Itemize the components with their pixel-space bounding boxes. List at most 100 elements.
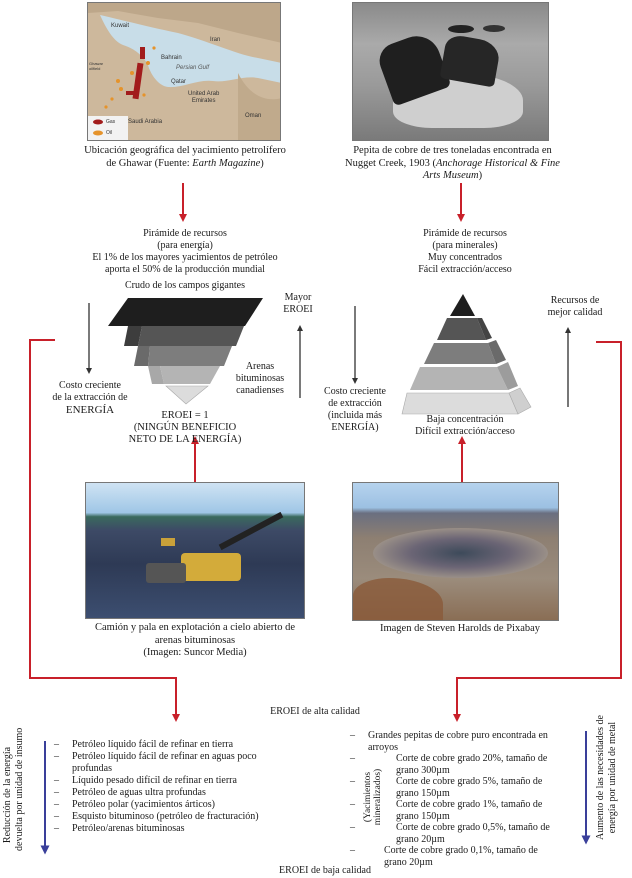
list-bullet: – bbox=[350, 730, 355, 741]
map-caption-line2-suffix: ) bbox=[260, 157, 264, 169]
map-label-qatar: Qatar bbox=[171, 79, 187, 85]
list-item: –Esquisto bituminoso (petróleo de fractu… bbox=[54, 811, 259, 822]
energy-top-label: Crudo de los campos gigantes bbox=[125, 280, 245, 291]
mineral-layer-5-side bbox=[508, 387, 532, 415]
mineral-resource-list: – Grandes pepitas de cobre puro encontra… bbox=[350, 730, 580, 868]
map-label-ghawar-line1: Ghawar bbox=[89, 61, 104, 66]
right-bracket-connector bbox=[453, 341, 622, 722]
list-item: –Petróleo líquido fácil de refinar en ag… bbox=[54, 751, 257, 762]
mineral-pyramid-title: Pirámide de recursos (para minerales) Mu… bbox=[380, 228, 550, 276]
low-concentration-line2: Difícil extracción/acceso bbox=[415, 426, 515, 437]
mineral-cost-line2: de extracción bbox=[328, 398, 382, 409]
energy-layer-5 bbox=[165, 385, 209, 405]
map-label-uae: United Arab Emirates bbox=[188, 91, 219, 105]
eroei-high-quality-label: EROEI de alta calidad bbox=[270, 706, 360, 717]
mineral-better-quality-label: Recursos de mejor calidad bbox=[530, 295, 620, 319]
ghawar-map-image: Kuwait Iran Bahrain Persian Gulf Qatar U… bbox=[87, 2, 281, 141]
oil-sands-caption-line2: arenas bituminosas bbox=[154, 634, 236, 646]
map-label-bahrain: Bahrain bbox=[161, 55, 182, 61]
list-bullet: – bbox=[350, 776, 355, 787]
list-item: –Petróleo de aguas ultra profundas bbox=[54, 787, 206, 798]
energy-layer-4-side bbox=[148, 366, 164, 384]
map-caption-line1: Ubicación geográfica del yacimiento petr… bbox=[84, 145, 286, 156]
mineral-cost-line4: ENERGÍA) bbox=[331, 422, 379, 433]
oil-sands-line3: canadienses bbox=[236, 385, 284, 396]
map-caption: Ubicación geográfica del yacimiento petr… bbox=[60, 145, 310, 170]
list-bullet: – bbox=[350, 799, 355, 810]
mineral-side-line1: Aumento de las necesidades de bbox=[595, 715, 606, 840]
list-bullet: – bbox=[350, 753, 355, 764]
energy-pyramid bbox=[108, 298, 263, 405]
energy-oil-sands-label: Arenas bituminosas canadienses bbox=[225, 361, 295, 397]
better-quality-line1: Recursos de bbox=[550, 295, 600, 306]
left-bracket-connector bbox=[29, 339, 180, 722]
energy-pyramid-title: Pirámide de recursos (para energía) El 1… bbox=[60, 228, 310, 276]
energy-mayor-eroei-label: Mayor EROEI bbox=[268, 292, 328, 316]
mineral-layer-5 bbox=[401, 392, 519, 415]
map-label-saudi-arabia: Saudi Arabia bbox=[128, 119, 163, 125]
copper-nugget-photo bbox=[352, 2, 549, 141]
foreground-rocks bbox=[353, 578, 443, 620]
open-pit bbox=[373, 528, 548, 578]
oil-sands-line1: Arenas bbox=[245, 361, 275, 372]
map-caption-line2-prefix: de Ghawar (Fuente: bbox=[106, 157, 193, 169]
energy-cost-line2: de la extracción de bbox=[52, 392, 128, 403]
nugget-caption-source: Anchorage Historical & Fine bbox=[436, 157, 560, 169]
mayor-label: Mayor bbox=[284, 292, 312, 303]
map-legend-gas: Gas bbox=[106, 119, 116, 125]
eroei-one-line2: (NINGÚN BENEFICIO bbox=[133, 422, 237, 433]
mineral-cost-line1: Costo creciente bbox=[324, 386, 386, 397]
list-item: –Petróleo líquido fácil de refinar en ti… bbox=[54, 739, 234, 750]
map-label-oman: Oman bbox=[245, 113, 262, 119]
energy-cost-label: Costo creciente de la extracción de ENER… bbox=[30, 380, 150, 417]
energy-title-line1: Pirámide de recursos bbox=[143, 228, 227, 239]
haul-truck bbox=[146, 563, 186, 583]
eroei-one-line3: NETO DE LA ENERGÍA) bbox=[128, 434, 242, 445]
energy-side-line1: Reducción de la energía bbox=[2, 746, 13, 844]
energy-cost-line3: ENERGÍA bbox=[65, 404, 115, 416]
energy-side-line2: devuelta por unidad de insumo bbox=[14, 727, 25, 851]
oil-sands-mine-photo bbox=[85, 482, 305, 619]
better-quality-line2: mejor calidad bbox=[547, 307, 603, 318]
nugget-caption-line2-prefix: Nugget Creek, 1903 ( bbox=[345, 157, 437, 169]
ghawar-field-gas bbox=[132, 62, 144, 100]
energy-title-line4: aporta el 50% de la producción mundial bbox=[105, 264, 265, 275]
hat-right bbox=[483, 25, 505, 32]
map-label-ghawar: Ghawar oilfield bbox=[89, 61, 103, 71]
energy-title-line2: (para energía) bbox=[157, 240, 213, 251]
eroei-label: EROEI bbox=[283, 304, 313, 315]
mineral-layer-2 bbox=[437, 318, 486, 340]
map-legend-oil: Oil bbox=[106, 130, 113, 136]
mineral-title-line2: (para minerales) bbox=[432, 240, 498, 251]
map-drawing bbox=[88, 3, 280, 140]
energy-layer-3-side bbox=[134, 346, 150, 366]
mineral-layer-4 bbox=[410, 367, 508, 390]
mineral-layer-1 bbox=[450, 294, 475, 316]
eroei-low-quality-label: EROEI de baja calidad bbox=[279, 865, 371, 876]
oil-sands-caption-line1: Camión y pala en explotación a cielo abi… bbox=[94, 622, 295, 633]
energy-eroei-one-label: EROEI = 1 (NINGÚN BENEFICIO NETO DE LA E… bbox=[110, 410, 260, 446]
list-item: –Petróleo/arenas bituminosas bbox=[54, 823, 185, 834]
map-label-uae-line2: Emirates bbox=[191, 98, 216, 104]
list-item-continuation: profundas bbox=[72, 763, 112, 774]
nugget-caption-line3-suffix: ) bbox=[478, 170, 483, 181]
energy-scale-side-label: Reducción de la energía devuelta por uni… bbox=[2, 728, 26, 851]
energy-layer-4 bbox=[160, 366, 220, 384]
nugget-caption: Pepita de cobre de tres toneladas encont… bbox=[330, 145, 575, 183]
map-label-ghawar-line2: oilfield bbox=[89, 66, 101, 71]
map-label-iran: Iran bbox=[210, 37, 221, 43]
low-concentration-line1: Baja concentración bbox=[426, 414, 504, 425]
man-right bbox=[439, 33, 502, 88]
map-caption-source: Earth Magazine bbox=[192, 157, 261, 169]
eroei-one-line1: EROEI = 1 bbox=[161, 410, 209, 421]
mineral-pyramid bbox=[401, 294, 532, 415]
mineral-layer-2-side bbox=[477, 318, 492, 340]
mineral-cost-label: Costo creciente de extracción (incluida … bbox=[310, 386, 400, 434]
energy-layer-1 bbox=[108, 298, 263, 326]
mineral-layer-4-side bbox=[497, 362, 518, 390]
